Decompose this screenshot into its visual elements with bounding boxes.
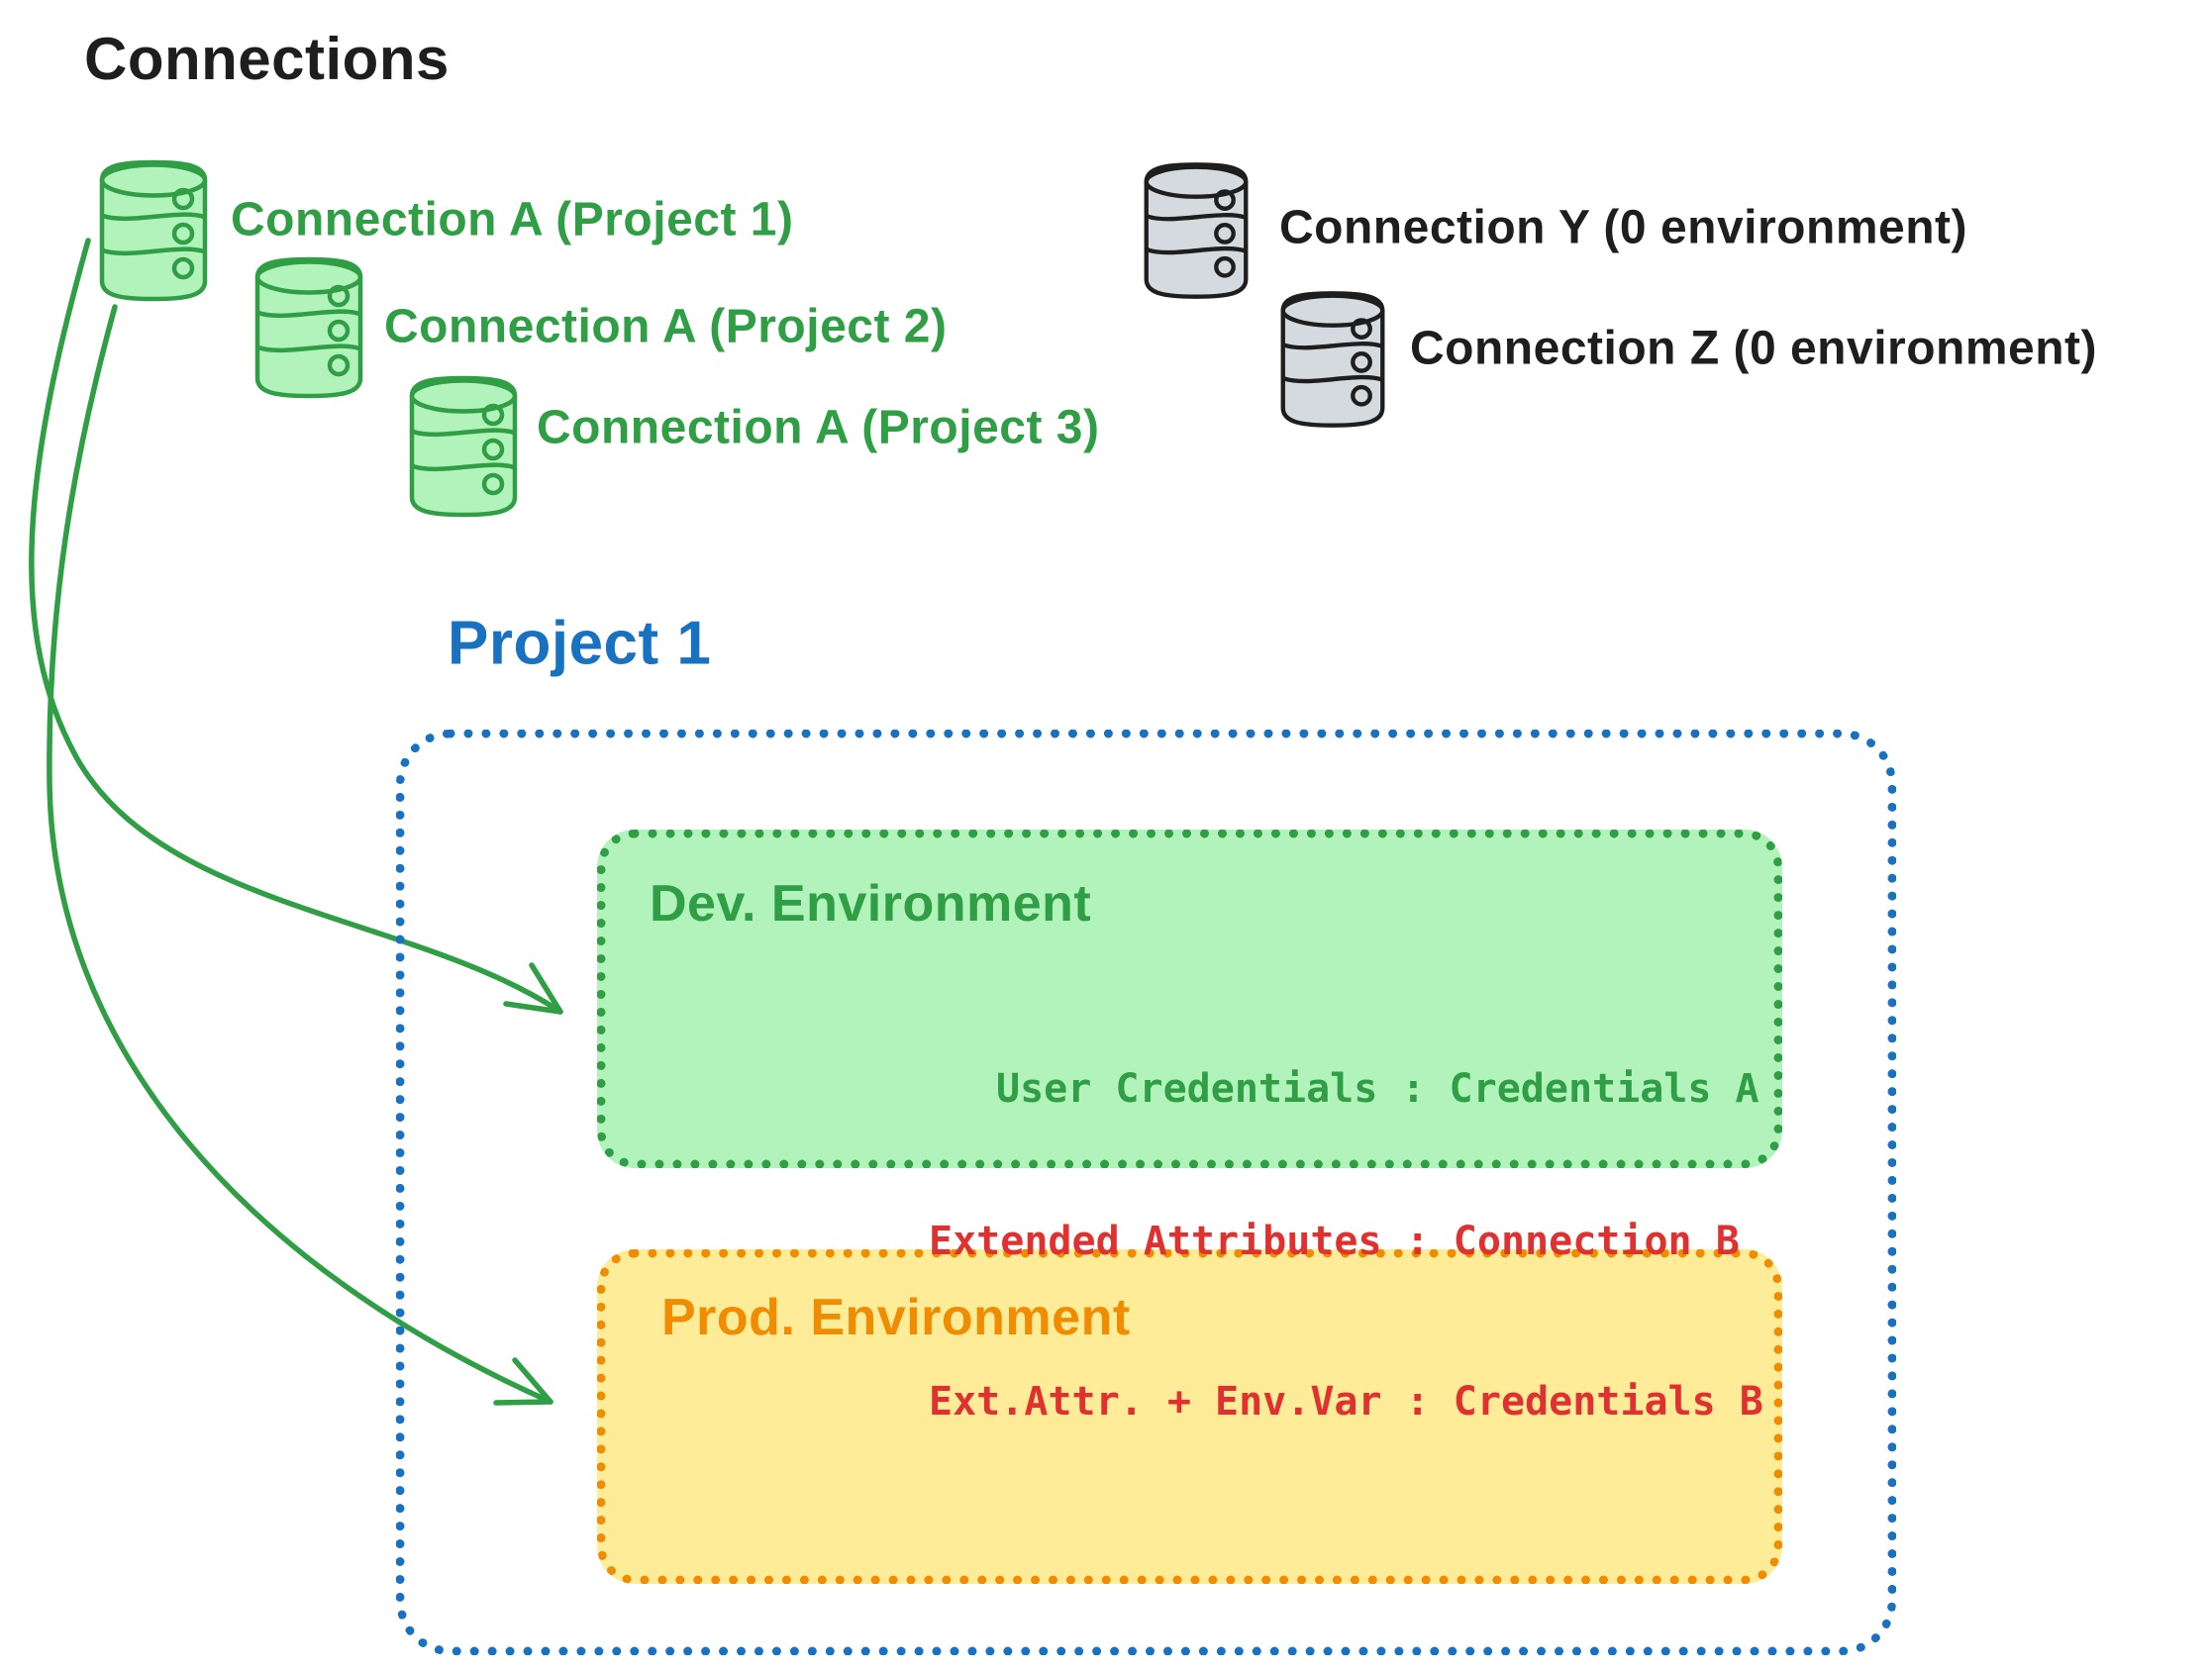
database-icon — [250, 253, 368, 402]
connection-a-project3-label: Connection A (Project 3) — [537, 401, 1100, 454]
diagram-title: Connections — [84, 26, 450, 92]
dev-credentials-line: User Credentials : Credentials A — [996, 1066, 1760, 1112]
prod-extended-attributes-line: Extended Attributes : Connection B — [929, 1219, 1740, 1264]
prod-credentials-lines: Extended Attributes : Connection B Ext.A… — [929, 1108, 1763, 1535]
project-1-container — [396, 730, 1896, 1655]
prod-env-var-line: Ext.Attr. + Env.Var : Credentials B — [929, 1379, 1763, 1425]
database-icon — [1275, 287, 1390, 432]
dev-environment-title: Dev. Environment — [650, 875, 1092, 933]
database-icon — [1139, 158, 1254, 303]
prod-environment-title: Prod. Environment — [661, 1289, 1131, 1346]
connection-z-label: Connection Z (0 environment) — [1410, 322, 2098, 375]
connection-y-label: Connection Y (0 environment) — [1279, 201, 1967, 254]
connection-a-project1-label: Connection A (Project 1) — [231, 193, 794, 246]
project-title: Project 1 — [448, 609, 712, 678]
prod-environment-box: Prod. Environment Extended Attributes : … — [597, 1219, 1782, 1584]
database-icon — [94, 156, 213, 305]
database-icon — [404, 372, 523, 521]
dev-environment-box: Dev. Environment User Credentials : Cred… — [597, 830, 1782, 1168]
connection-a-project2-label: Connection A (Project 2) — [384, 300, 948, 353]
